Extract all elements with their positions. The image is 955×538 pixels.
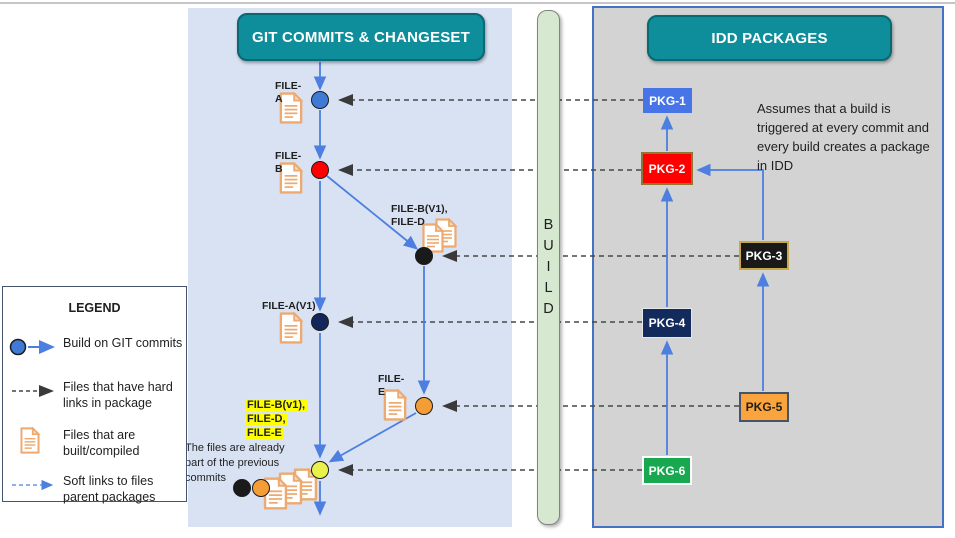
- commit-dot-4: [311, 313, 329, 331]
- build-assumption-note: Assumes that a build is triggered at eve…: [757, 101, 930, 173]
- package-box-pkg-6: PKG-6: [642, 456, 692, 485]
- idd-packages-header: IDD PACKAGES: [647, 15, 892, 61]
- legend-box: LEGEND Build on GIT commits Files that h…: [2, 286, 187, 504]
- idd-packages-title: IDD PACKAGES: [711, 29, 828, 47]
- merged-files-highlight-list: FILE-B(v1), FILE-D, FILE-E: [245, 399, 308, 440]
- package-box-pkg-4: PKG-4: [642, 308, 692, 338]
- legend-item-label: Files that have hard links in package: [63, 380, 173, 410]
- commit-dot-2: [311, 161, 329, 179]
- package-box-pkg-1: PKG-1: [643, 88, 692, 113]
- legend-item-label: Build on GIT commits: [63, 336, 183, 350]
- file-label-a: FILE- A: [275, 80, 302, 105]
- highlight-label: FILE-D,: [245, 413, 288, 426]
- git-commits-title: GIT COMMITS & CHANGESET: [252, 28, 470, 46]
- commit-dot-5: [415, 397, 433, 415]
- document-icon: [278, 161, 304, 199]
- build-bar: B U I L D: [537, 10, 560, 525]
- git-commits-header: GIT COMMITS & CHANGESET: [237, 13, 485, 61]
- previous-commits-note: The files are already part of the previo…: [185, 442, 285, 484]
- commit-build-arrow-icon: [9, 338, 55, 356]
- top-divider: [0, 2, 955, 4]
- file-label-bv1-d: FILE-B(V1), FILE-D: [391, 203, 448, 228]
- file-label-b: FILE- B: [275, 150, 302, 175]
- document-icon: [262, 476, 289, 515]
- commit-dot-6: [311, 461, 329, 479]
- package-box-pkg-2: PKG-2: [641, 152, 693, 185]
- merged-files-dot-black: [233, 479, 251, 497]
- legend-item-label: Soft links to files parent packages: [63, 474, 156, 504]
- highlight-label: FILE-E: [245, 427, 284, 440]
- legend-title: LEGEND: [68, 301, 121, 315]
- package-box-pkg-3: PKG-3: [739, 241, 789, 270]
- document-icon: [278, 311, 304, 349]
- document-icon: [278, 91, 304, 129]
- document-icon: [20, 427, 41, 454]
- file-label-av1: FILE-A(V1): [262, 300, 316, 312]
- file-label-e: FILE- E: [378, 373, 405, 398]
- soft-link-dashed-arrow-icon: [12, 479, 54, 491]
- commit-dot-1: [311, 91, 329, 109]
- package-box-pkg-5: PKG-5: [739, 392, 789, 422]
- highlight-label: FILE-B(v1),: [245, 399, 308, 412]
- build-bar-label: B U I L D: [543, 217, 554, 317]
- merged-files-dot-orange: [252, 479, 270, 497]
- hard-link-dashed-arrow-icon: [12, 385, 54, 397]
- legend-item-label: Files that are built/compiled: [63, 428, 140, 458]
- commit-dot-3: [415, 247, 433, 265]
